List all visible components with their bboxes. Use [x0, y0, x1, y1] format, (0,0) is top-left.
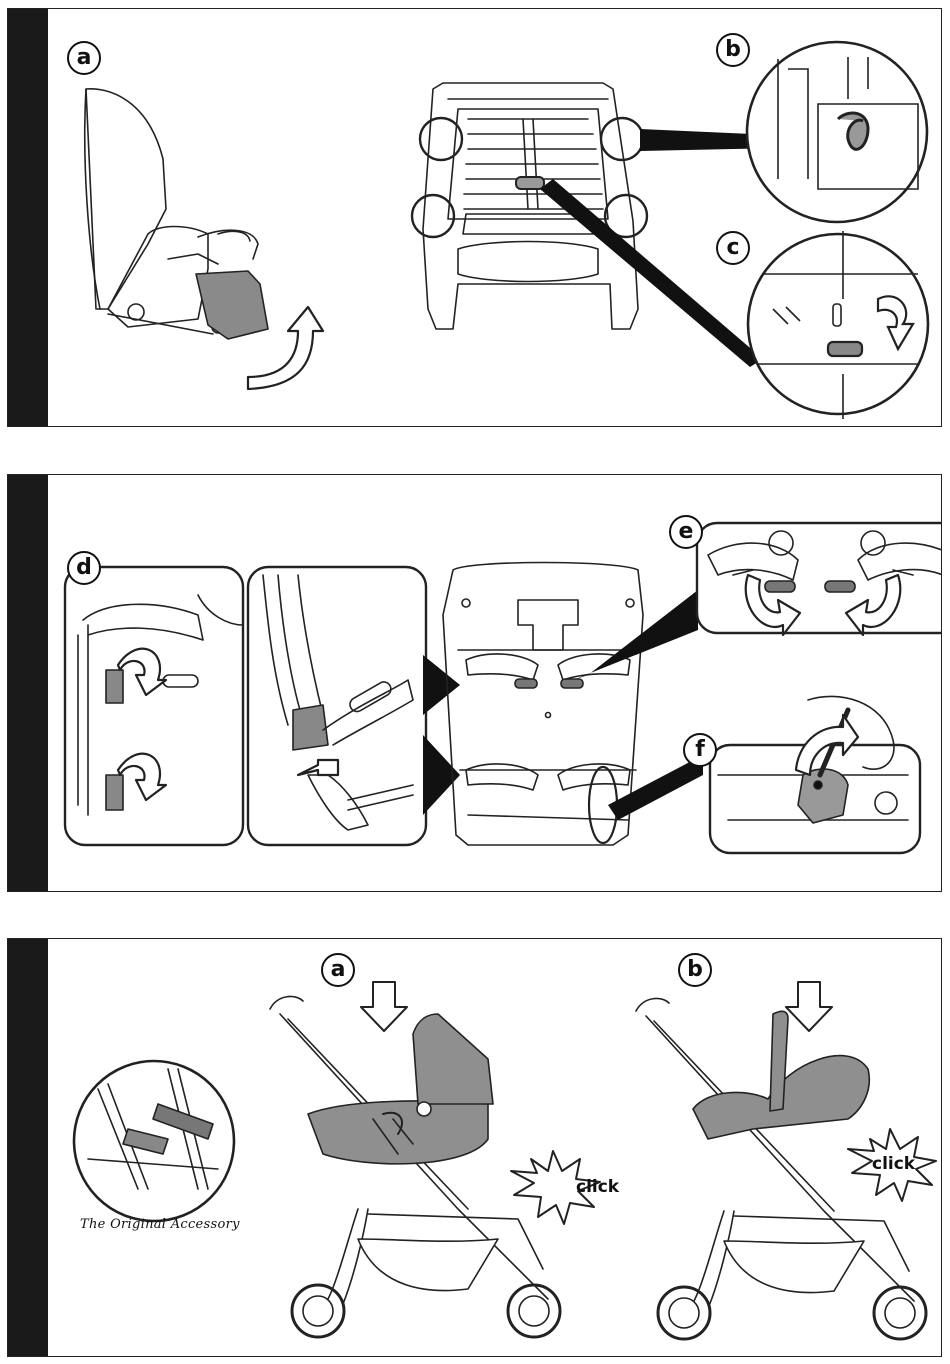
zoom-wedge-c	[540, 179, 763, 367]
detail-b	[747, 42, 927, 222]
label-b: b	[716, 33, 750, 67]
click-label-a: click	[576, 1177, 619, 1197]
seat-top-view	[423, 83, 638, 329]
down-arrow-a-icon	[361, 982, 407, 1031]
click-label-b-visible: click	[872, 1154, 915, 1174]
label-a: a	[321, 953, 355, 987]
step-panel-1: a b c	[7, 8, 942, 427]
label-e: e	[669, 515, 703, 549]
label-b: b	[678, 953, 712, 987]
accessory-detail	[74, 1061, 234, 1221]
label-d: d	[67, 551, 101, 585]
panel-1-side-bar	[8, 9, 48, 426]
panel-2-side-bar	[8, 475, 48, 891]
stroller-with-carrycot	[270, 996, 560, 1337]
label-f: f	[683, 733, 717, 767]
detail-d-right	[248, 567, 426, 845]
center-latch	[516, 177, 544, 189]
detail-e	[697, 523, 941, 635]
step-panel-3: a b The Original Accessory click click c…	[7, 938, 942, 1357]
seat-flap	[196, 271, 268, 339]
step-panel-2: d e f	[7, 474, 942, 892]
accessory-caption: The Original Accessory	[80, 1217, 240, 1232]
detail-c	[748, 231, 928, 419]
detail-f	[710, 696, 920, 853]
panel-3-side-bar	[8, 939, 48, 1356]
label-a: a	[67, 41, 101, 75]
detail-d-left	[65, 567, 243, 845]
label-c: c	[716, 231, 750, 265]
panel-2-illustration	[48, 475, 941, 890]
panel-1-illustration	[48, 9, 941, 425]
panel-3-illustration	[48, 939, 941, 1355]
down-arrow-b-icon	[786, 982, 832, 1031]
